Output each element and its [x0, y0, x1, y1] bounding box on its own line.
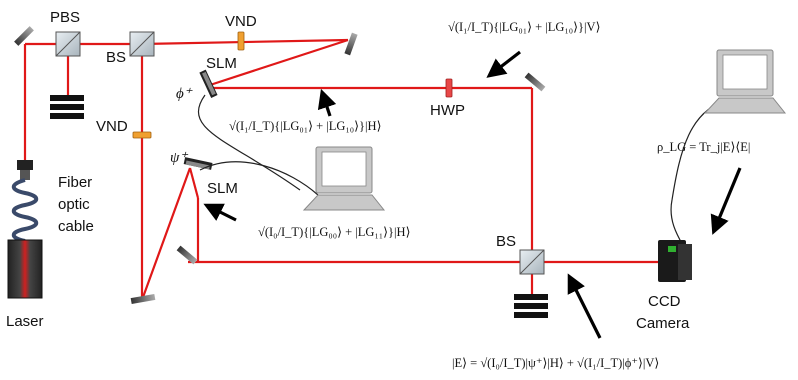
bs-cube-top	[129, 31, 155, 57]
mirror-icon	[130, 293, 156, 305]
fiber-coil-icon	[11, 160, 39, 243]
mirror-icon	[344, 32, 358, 56]
pbs-label: PBS	[50, 9, 80, 26]
bs-cube-bottom	[519, 249, 545, 275]
vnd-filter-top	[237, 31, 245, 51]
vnd-filter-left	[132, 131, 152, 139]
slm-bottom	[183, 157, 213, 170]
equation-top-v: √(I₁/I_T){|LG₀₁⟩ + |LG₁₀⟩}|V⟩	[448, 20, 600, 34]
mirror-icon	[524, 72, 546, 92]
laser-icon	[7, 239, 43, 299]
bs-bottom-label: BS	[496, 233, 516, 250]
mirror-icon	[14, 26, 34, 46]
equation-rho: ρ_LG = Tr_j|E⟩⟨E|	[657, 140, 750, 154]
equation-low-h: √(I₀/I_T){|LG₀₀⟩ + |LG₁₁⟩}|H⟩	[258, 225, 410, 239]
monitor-icon	[302, 146, 386, 211]
fiber-label-3: cable	[58, 218, 94, 235]
ccd-label-2: Camera	[636, 315, 690, 332]
mirror-icon	[176, 245, 198, 265]
fiber-label-2: optic	[58, 196, 90, 213]
monitor-icon	[703, 49, 787, 114]
fiber-label-1: Fiber	[58, 174, 92, 191]
slm-top	[199, 69, 218, 98]
hwp-label: HWP	[430, 102, 465, 119]
camera-icon	[658, 240, 692, 282]
bs-top-label: BS	[106, 49, 126, 66]
phi-symbol: ϕ⁺	[176, 86, 193, 102]
pbs-cube	[55, 31, 81, 57]
arrows	[203, 50, 742, 339]
equation-bottom: |E⟩ = √(I₀/I_T)|ψ⁺⟩|H⟩ + √(I₁/I_T)|ϕ⁺⟩|V…	[452, 356, 659, 370]
ccd-label-1: CCD	[648, 293, 681, 310]
hwp-plate	[445, 78, 453, 98]
laser-label: Laser	[6, 313, 44, 330]
beam-dump-icon	[514, 294, 548, 318]
vnd-top-label: VND	[225, 13, 257, 30]
vnd-left-label: VND	[96, 118, 128, 135]
slm-top-label: SLM	[206, 55, 237, 72]
psi-symbol: ψ⁺	[170, 150, 188, 166]
slm-bottom-label: SLM	[207, 180, 238, 197]
equation-mid-h: √(I₁/I_T){|LG₀₁⟩ + |LG₁₀⟩}|H⟩	[229, 119, 381, 133]
beam-dump-icon	[50, 95, 84, 119]
laser-beams	[23, 38, 668, 301]
